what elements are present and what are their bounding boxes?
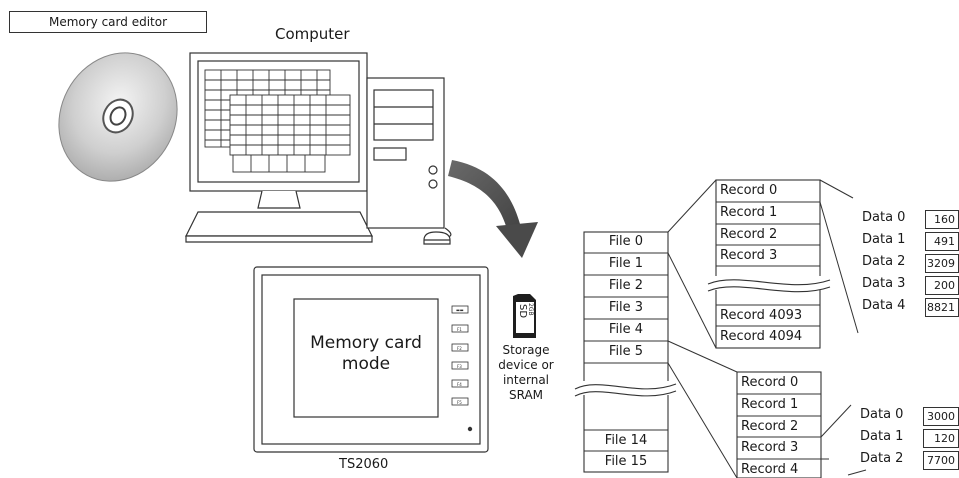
- transfer-arrow-icon: [448, 160, 538, 258]
- f3-key: F3: [457, 364, 462, 369]
- ts2060-unit-icon: [253, 266, 489, 453]
- f4-key: F4: [457, 382, 462, 387]
- storage-label-line3: internal: [502, 373, 550, 387]
- file-row: File 0: [608, 234, 644, 249]
- files-break: [574, 381, 677, 397]
- data-label: Data 1: [862, 232, 906, 247]
- computer-tower-icon: [366, 77, 445, 229]
- records-a-lines: [715, 179, 821, 349]
- data-label: Data 4: [862, 298, 906, 313]
- record-row: Record 0: [741, 375, 799, 390]
- file-row: File 14: [604, 433, 648, 448]
- key-icon: ▬▬: [456, 308, 464, 313]
- file-row: File 3: [608, 300, 644, 315]
- memory-card-mode-line1: Memory card: [310, 333, 422, 353]
- file-row: File 15: [604, 454, 648, 469]
- storage-label-line2: device or: [498, 358, 554, 372]
- f5-key: F5: [457, 400, 462, 405]
- ts2060-label: TS2060: [339, 457, 389, 472]
- connector-lines: [667, 179, 867, 478]
- files-table-lines: [583, 231, 669, 473]
- record-row: Record 2: [741, 419, 799, 434]
- records-b-lines: [736, 371, 822, 478]
- sd-card-icon: [513, 294, 536, 338]
- memory-card-mode-line2: mode: [341, 354, 391, 374]
- data-label: Data 1: [860, 429, 904, 444]
- records-a-break: [707, 276, 831, 293]
- keyboard-icon: [185, 211, 373, 243]
- data-value: 3000: [923, 407, 959, 426]
- memory-card-editor-title: Memory card editor: [9, 11, 207, 33]
- data-label: Data 3: [862, 276, 906, 291]
- computer-monitor-icon: [189, 52, 368, 209]
- file-row: File 2: [608, 278, 644, 293]
- record-row: Record 1: [741, 397, 799, 412]
- data-label: Data 2: [860, 451, 904, 466]
- function-keys: ▬▬ F1 F2 F3 F4 F5: [456, 308, 464, 406]
- record-row: Record 4: [741, 462, 799, 477]
- f2-key: F2: [457, 346, 462, 351]
- data-value: 8821: [925, 298, 959, 317]
- record-row: Record 4094: [720, 329, 803, 344]
- data-value: 7700: [923, 451, 959, 470]
- file-row: File 1: [608, 256, 644, 271]
- cd-disc-icon: [58, 52, 178, 182]
- file-row: File 5: [608, 344, 644, 359]
- computer-label: Computer: [275, 25, 350, 43]
- data-label: Data 0: [862, 210, 906, 225]
- data-label: Data 2: [862, 254, 906, 269]
- record-row: Record 0: [720, 183, 778, 198]
- record-row: Record 2: [720, 227, 778, 242]
- mouse-icon: [423, 227, 452, 245]
- storage-label-line4: SRAM: [508, 388, 544, 402]
- file-row: File 4: [608, 322, 644, 337]
- data-value: 3209: [925, 254, 959, 273]
- storage-label-line1: Storage: [502, 343, 550, 357]
- sd-card-size: 2GB: [527, 303, 534, 316]
- data-value: 200: [925, 276, 959, 295]
- data-value: 160: [925, 210, 959, 229]
- record-row: Record 1: [720, 205, 778, 220]
- data-value: 491: [925, 232, 959, 251]
- record-row: Record 3: [741, 440, 799, 455]
- f1-key: F1: [457, 327, 462, 332]
- record-row: Record 4093: [720, 308, 803, 323]
- data-value: 120: [923, 429, 959, 448]
- data-label: Data 0: [860, 407, 904, 422]
- record-row: Record 3: [720, 248, 778, 263]
